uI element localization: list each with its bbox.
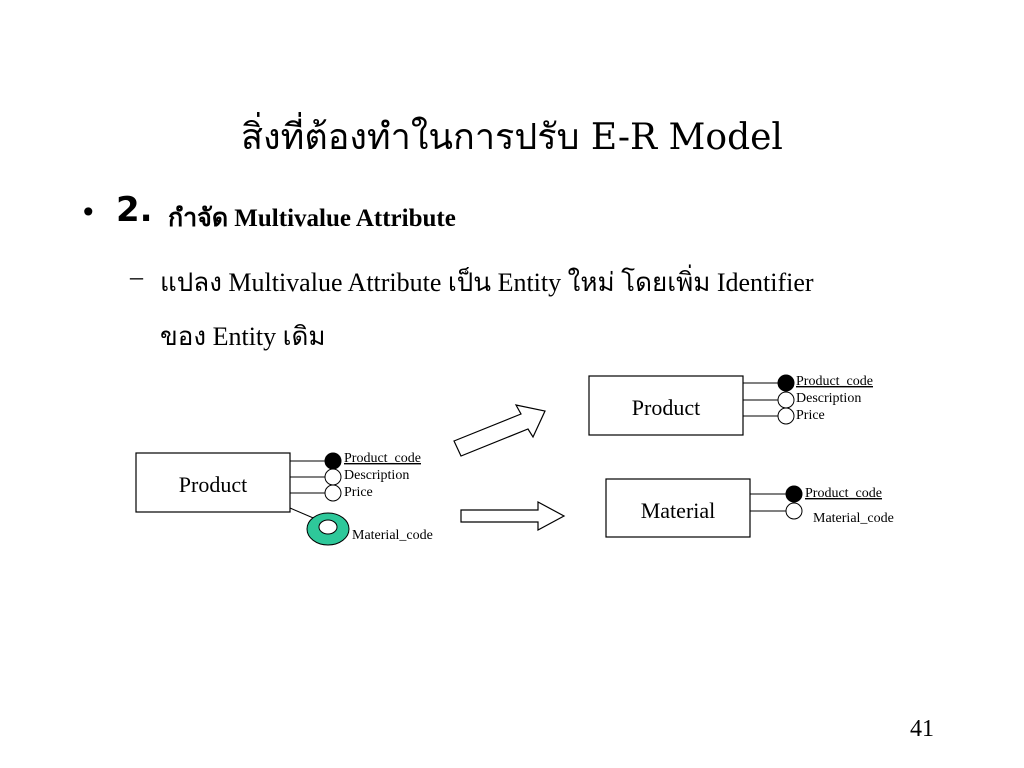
material-attr-material-code: Material_code [813, 511, 894, 526]
bullet-text: กำจัด Multivalue Attribute [168, 205, 456, 232]
page-number: 41 [910, 716, 934, 742]
arrow-up-right-icon [453, 404, 546, 457]
material-entity: Material [605, 478, 751, 538]
left-attr-material-code: Material_code [352, 528, 433, 543]
slide-title: สิ่งที่ต้องทำในการปรับ E-R Model [241, 117, 783, 158]
material-attr-product-code: Product_code [805, 486, 882, 501]
right-attr-price: Price [796, 408, 825, 423]
right-attr-description: Description [796, 391, 861, 406]
left-attr-product-code: Product_code [344, 451, 421, 466]
attribute-circle-icon [777, 407, 795, 425]
right-product-entity: Product [588, 375, 744, 436]
sub-bullet-line-2: ของ Entity เดิม [160, 322, 326, 351]
left-attr-price: Price [344, 485, 373, 500]
attribute-circle-icon [777, 391, 795, 409]
arrow-right-icon [460, 500, 566, 532]
attribute-circle-icon [324, 484, 342, 502]
identifier-circle-icon [777, 374, 795, 392]
left-product-entity: Product [135, 452, 291, 513]
sub-bullet-marker: – [130, 262, 143, 291]
material-name: Material [641, 498, 716, 523]
identifier-circle-icon [324, 452, 342, 470]
multivalue-attribute-icon [306, 512, 350, 546]
bullet-number: 2. [116, 190, 153, 230]
identifier-circle-icon [785, 485, 803, 503]
attribute-circle-icon [785, 502, 803, 520]
right-product-attribute-lines [743, 382, 778, 417]
bullet-marker: • [80, 196, 97, 229]
right-attr-product-code: Product_code [796, 374, 873, 389]
sub-bullet-line-1: แปลง Multivalue Attribute เป็น Entity ให… [160, 268, 814, 297]
left-product-name: Product [179, 472, 247, 497]
right-product-name: Product [632, 395, 700, 420]
material-attribute-lines [750, 493, 786, 512]
left-attr-description: Description [344, 468, 409, 483]
left-attribute-lines [289, 460, 325, 521]
attribute-circle-icon [324, 468, 342, 486]
